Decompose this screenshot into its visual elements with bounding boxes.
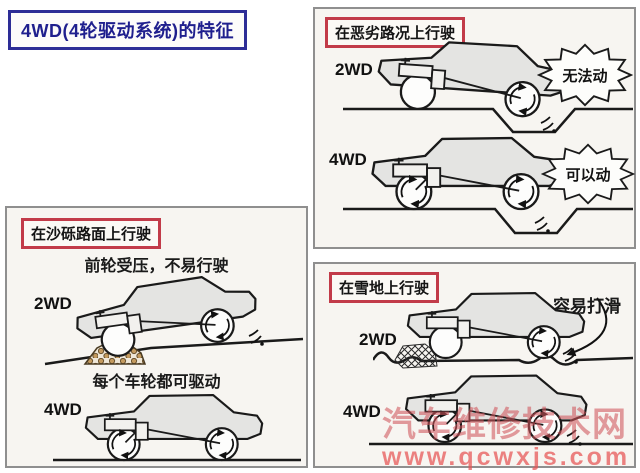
gravel-2wd-illustration [44,268,304,366]
gravel-4wd-label: 4WD [44,400,82,419]
panel-bad-road-title: 在恶劣路况上行驶 [325,17,466,48]
panel-gravel-title: 在沙砾路面上行驶 [21,218,162,249]
gravel-4wd-caption: 每个车轮都可驱动 [92,374,221,391]
gravel-2wd-label: 2WD [34,294,72,313]
panel-snow: 在雪地上行驶 容易打滑 2WD 4WD [313,262,636,468]
starburst-shape [537,43,633,107]
starburst-shape [541,143,635,205]
bad-road-4wd-speech-bubble: 可以动 [541,143,635,205]
panel-gravel: 在沙砾路面上行驶 前轮受压，不易行驶 2WD 每个车轮都可驱动 4WD [5,206,308,468]
page-title: 4WD(4轮驱动系统)的特征 [8,10,247,50]
snow-2wd-illustration [373,290,633,369]
bad-road-2wd-illustration [343,35,633,134]
bad-road-2wd-label: 2WD [335,60,373,79]
bad-road-2wd-bubble-text: 无法动 [562,67,608,85]
snow-4wd-label: 4WD [343,402,381,421]
panel-bad-road: 在恶劣路况上行驶 2WD 无法动 4WD 可以动 [313,7,636,249]
bad-road-2wd-speech-bubble: 无法动 [537,43,633,107]
snow-4wd-illustration [369,364,633,447]
panel-snow-title: 在雪地上行驶 [329,272,440,303]
bad-road-4wd-illustration [343,135,633,235]
gravel-4wd-illustration [53,384,301,462]
snow-2wd-label: 2WD [359,330,397,349]
bad-road-4wd-label: 4WD [329,150,367,169]
gravel-2wd-caption: 前轮受压，不易行驶 [84,258,229,275]
bad-road-4wd-bubble-text: 可以动 [565,166,611,184]
